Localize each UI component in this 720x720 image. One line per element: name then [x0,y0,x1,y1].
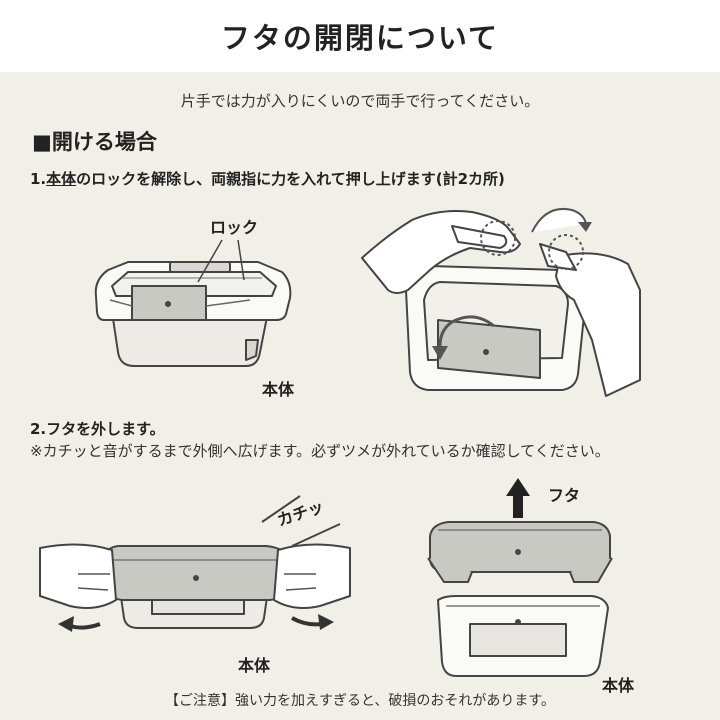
lock-label: ロック [210,218,259,237]
step1-num: 1. [30,170,47,188]
lid-label: フタ [548,486,581,505]
step1-body-word: 本体 [46,170,77,188]
caution-text: 【ご注意】強い力を加えすぎると、破損のおそれがあります。 [164,693,556,709]
widen-sides-illustration [39,495,351,629]
thumbs-unlock-illustration [361,210,641,397]
step1-rest: のロックを解除し、両親指に力を入れて押し上げます(計2カ所) [76,170,505,188]
step2-note: ※カチッと音がするまで外側へ広げます。必ずツメが外れているか確認してください。 [30,442,610,460]
body-label-1: 本体 [262,380,295,399]
page-header: フタの開閉について [0,0,720,72]
up-arrow-icon [506,478,530,518]
container-closed-illustration [94,239,292,367]
right-arrow-icon [291,614,334,630]
page-title: フタの開閉について [220,21,500,55]
step2-title: 2.フタを外します。 [30,420,165,438]
body-label-2: 本体 [238,656,271,675]
step1-text: 1.本体のロックを解除し、両親指に力を入れて押し上げます(計2カ所) [30,168,505,189]
lid-removed-illustration [427,521,613,677]
curved-arrow-icon [432,208,592,360]
section-title: ■開ける場合 [32,130,157,154]
body-label-3: 本体 [602,676,635,695]
left-arrow-icon [58,616,101,632]
two-hands-note: 片手では力が入りにくいので両手で行ってください。 [180,92,540,110]
